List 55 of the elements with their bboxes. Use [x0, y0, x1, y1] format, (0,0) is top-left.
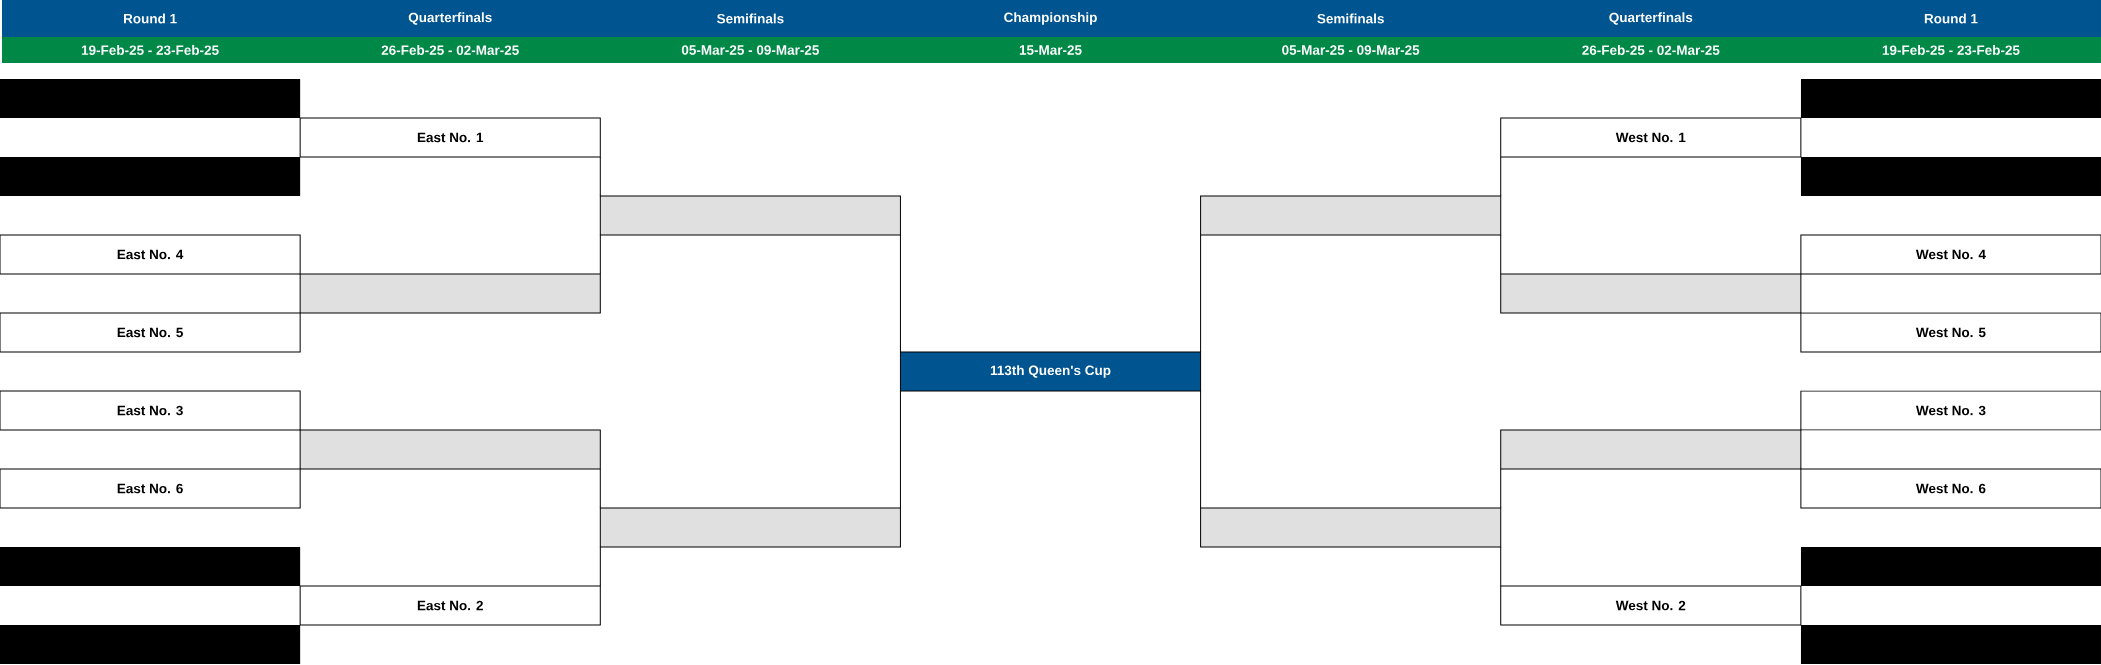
- team-box: West No. 5: [1800, 312, 2101, 353]
- column-heading: Quarterfinals: [1609, 12, 1693, 25]
- blank-box: [1200, 195, 1502, 236]
- bracket-line: [1500, 234, 1502, 275]
- team-box: West No. 6: [1800, 468, 2101, 509]
- column-heading: Semifinals: [1317, 13, 1384, 24]
- bracket-line: [1500, 546, 1502, 587]
- bracket-line: [1500, 156, 1502, 197]
- bracket-line: [599, 468, 601, 509]
- title-box: 113th Queen's Cup: [899, 351, 1202, 392]
- date-range: 26-Feb-25 - 02-Mar-25: [381, 45, 519, 55]
- date-range: 19-Feb-25 - 23-Feb-25: [81, 45, 219, 55]
- column-heading: Championship: [1004, 12, 1097, 25]
- team-box: West No. 2: [1500, 585, 1802, 626]
- blank-box: [1500, 273, 1802, 314]
- team-box: East No. 4: [0, 234, 301, 275]
- bracket-line: [599, 546, 601, 587]
- column-heading: Round 1: [1924, 13, 1978, 24]
- filled-bar: [1800, 157, 2101, 196]
- column-heading: Semifinals: [717, 13, 784, 24]
- filled-bar: [1800, 547, 2101, 586]
- column-heading: Quarterfinals: [408, 12, 492, 25]
- team-box: East No. 5: [0, 312, 301, 353]
- team-box: East No. 3: [0, 390, 301, 431]
- team-box: West No. 3: [1800, 390, 2101, 431]
- filled-bar: [0, 625, 301, 664]
- bracket-line: [1200, 390, 1202, 509]
- date-range: 05-Mar-25 - 09-Mar-25: [681, 45, 819, 55]
- date-range: 05-Mar-25 - 09-Mar-25: [1282, 45, 1420, 55]
- bracket-line: [599, 156, 601, 197]
- team-box: East No. 1: [299, 117, 601, 158]
- filled-bar: [1800, 79, 2101, 118]
- bracket-line: [899, 390, 901, 509]
- team-box: East No. 2: [299, 585, 601, 626]
- date-range: 26-Feb-25 - 02-Mar-25: [1582, 45, 1720, 55]
- blank-box: [599, 507, 901, 548]
- team-box: West No. 4: [1800, 234, 2101, 275]
- date-range: 15-Mar-25: [1019, 45, 1082, 55]
- blank-box: [299, 429, 601, 470]
- filled-bar: [1800, 625, 2101, 664]
- filled-bar: [0, 79, 301, 118]
- date-range: 19-Feb-25 - 23-Feb-25: [1882, 45, 2020, 55]
- team-box: East No. 6: [0, 468, 301, 509]
- column-heading: Round 1: [124, 13, 177, 24]
- blank-box: [1200, 507, 1502, 548]
- bracket-line: [1200, 234, 1202, 353]
- team-box: West No. 1: [1500, 117, 1802, 158]
- bracket-line: [1500, 468, 1502, 509]
- bracket-line: [599, 234, 601, 275]
- filled-bar: [0, 547, 301, 586]
- filled-bar: [0, 157, 301, 196]
- blank-box: [599, 195, 901, 236]
- blank-box: [299, 273, 601, 314]
- blank-box: [1500, 429, 1802, 470]
- bracket-line: [899, 234, 901, 353]
